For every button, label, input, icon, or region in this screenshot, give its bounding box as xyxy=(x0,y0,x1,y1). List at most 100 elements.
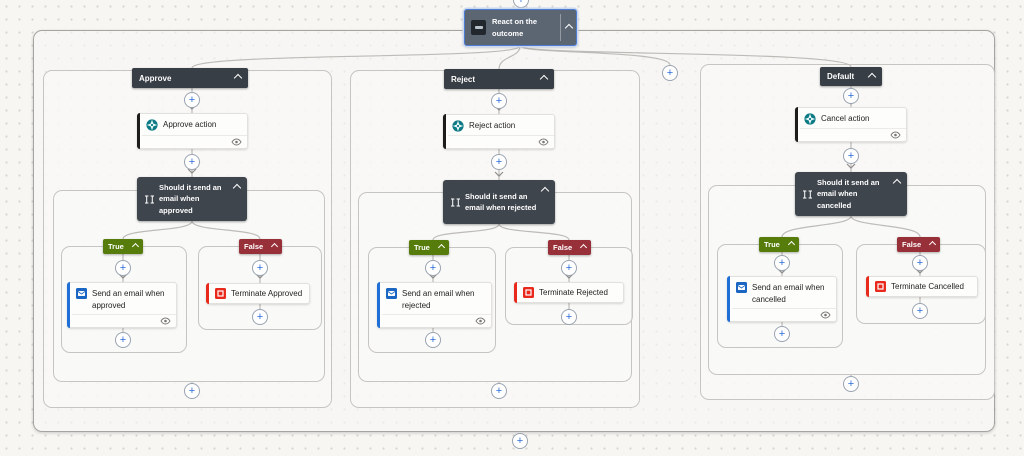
true-label: True xyxy=(764,240,780,249)
condition-node-approve[interactable]: Should it send an email when approved xyxy=(137,177,247,221)
outlook-email-icon xyxy=(76,288,87,299)
action-card-approve-action[interactable]: Approve action xyxy=(137,113,248,149)
insert-action-button[interactable]: + xyxy=(561,309,577,325)
approvals-icon xyxy=(452,120,464,132)
condition-node-default[interactable]: Should it send an email when cancelled xyxy=(795,172,907,216)
card-footer xyxy=(382,314,491,327)
card-accent-bar xyxy=(866,276,869,297)
insert-action-button[interactable]: + xyxy=(184,383,200,399)
insert-action-button[interactable]: + xyxy=(491,93,507,109)
approvals-icon xyxy=(146,119,158,131)
email-action-card-rejected[interactable]: Send an email when rejected xyxy=(377,282,492,328)
true-label: True xyxy=(108,242,124,251)
email-action-card-approved[interactable]: Send an email when approved xyxy=(67,282,177,328)
chevron-up-icon xyxy=(233,73,243,83)
insert-action-button[interactable]: + xyxy=(252,309,268,325)
chevron-up-icon xyxy=(437,243,446,252)
terminate-card-approved[interactable]: Terminate Approved xyxy=(206,283,310,304)
insert-action-button[interactable]: + xyxy=(184,92,200,108)
insert-action-button[interactable]: + xyxy=(561,260,577,276)
switch-icon xyxy=(471,20,486,35)
chevron-up-icon xyxy=(787,240,796,249)
card-footer xyxy=(142,135,247,148)
terminate-card-rejected[interactable]: Terminate Rejected xyxy=(514,282,624,303)
case-header-reject[interactable]: Reject xyxy=(444,69,554,89)
insert-action-button[interactable]: + xyxy=(115,260,131,276)
condition-node-reject[interactable]: Should it send an email when rejected xyxy=(443,180,555,224)
false-label: False xyxy=(553,243,573,252)
insert-action-button[interactable]: + xyxy=(912,303,928,319)
terminate-icon xyxy=(875,281,886,292)
condition-title: Should it send an email when cancelled xyxy=(817,178,880,210)
card-accent-bar xyxy=(795,107,798,142)
eye-icon xyxy=(890,131,901,139)
insert-action-button[interactable]: + xyxy=(491,154,507,170)
action-title: Approve action xyxy=(163,120,217,129)
chevron-up-icon xyxy=(867,72,877,81)
insert-action-button[interactable]: + xyxy=(425,260,441,276)
insert-action-button[interactable]: + xyxy=(843,88,859,104)
terminate-icon xyxy=(523,287,534,298)
card-accent-bar xyxy=(727,276,730,322)
eye-icon xyxy=(820,311,831,319)
condition-icon xyxy=(451,198,460,206)
condition-title: Should it send an email when rejected xyxy=(465,191,537,212)
true-label: True xyxy=(414,243,430,252)
insert-action-button[interactable]: + xyxy=(774,326,790,342)
false-branch-label-default[interactable]: False xyxy=(897,237,940,252)
action-title: Cancel action xyxy=(821,114,870,123)
false-label: False xyxy=(902,240,922,249)
action-card-reject-action[interactable]: Reject action xyxy=(443,114,555,149)
action-title: Terminate Approved xyxy=(231,288,303,298)
action-title: Terminate Rejected xyxy=(539,287,608,297)
switch-node-title: React on the outcome xyxy=(492,17,538,38)
card-accent-bar xyxy=(206,283,209,304)
insert-action-button[interactable]: + xyxy=(912,255,928,271)
chevron-up-icon xyxy=(131,242,140,251)
email-action-card-cancelled[interactable]: Send an email when cancelled xyxy=(727,276,837,322)
insert-action-button[interactable]: + xyxy=(491,383,507,399)
card-accent-bar xyxy=(443,114,446,149)
terminate-card-cancelled[interactable]: Terminate Cancelled xyxy=(866,276,978,297)
insert-action-button[interactable]: + xyxy=(252,260,268,276)
chevron-up-icon xyxy=(564,23,573,32)
action-title: Send an email when rejected xyxy=(402,289,475,310)
insert-step-above-switch-button[interactable]: + xyxy=(513,0,529,8)
false-branch-label-reject[interactable]: False xyxy=(548,240,591,255)
insert-action-button[interactable]: + xyxy=(774,255,790,271)
true-branch-label-approve[interactable]: True xyxy=(103,239,143,254)
insert-action-button[interactable]: + xyxy=(184,154,200,170)
insert-action-button[interactable]: + xyxy=(843,376,859,392)
false-branch-label-approve[interactable]: False xyxy=(239,239,282,254)
case-header-default[interactable]: Default xyxy=(820,67,882,86)
chevron-up-icon xyxy=(892,178,902,188)
condition-title: Should it send an email when approved xyxy=(159,183,222,215)
add-case-button[interactable]: + xyxy=(662,65,678,81)
false-label: False xyxy=(244,242,264,251)
insert-action-button[interactable]: + xyxy=(115,332,131,348)
insert-action-button[interactable]: + xyxy=(425,332,441,348)
action-title: Send an email when approved xyxy=(92,289,165,310)
switch-node-react-on-outcome[interactable]: React on the outcome xyxy=(464,9,577,46)
terminate-icon xyxy=(215,288,226,299)
eye-icon xyxy=(160,317,171,325)
card-accent-bar xyxy=(514,282,517,303)
true-branch-label-default[interactable]: True xyxy=(759,237,799,252)
action-card-cancel-action[interactable]: Cancel action xyxy=(795,107,907,142)
card-footer xyxy=(72,314,176,327)
chevron-up-icon xyxy=(539,74,549,84)
card-accent-bar xyxy=(377,282,380,328)
card-footer xyxy=(732,308,836,321)
insert-action-button[interactable]: + xyxy=(843,148,859,164)
outlook-email-icon xyxy=(736,282,747,293)
case-label: Default xyxy=(827,72,855,81)
card-accent-bar xyxy=(137,113,140,149)
chevron-up-icon xyxy=(540,186,550,196)
case-header-approve[interactable]: Approve xyxy=(132,68,248,88)
true-branch-label-reject[interactable]: True xyxy=(409,240,449,255)
card-footer xyxy=(800,128,906,141)
condition-icon xyxy=(803,190,812,198)
case-label: Reject xyxy=(451,74,476,84)
insert-step-below-switch-button[interactable]: + xyxy=(512,433,528,449)
